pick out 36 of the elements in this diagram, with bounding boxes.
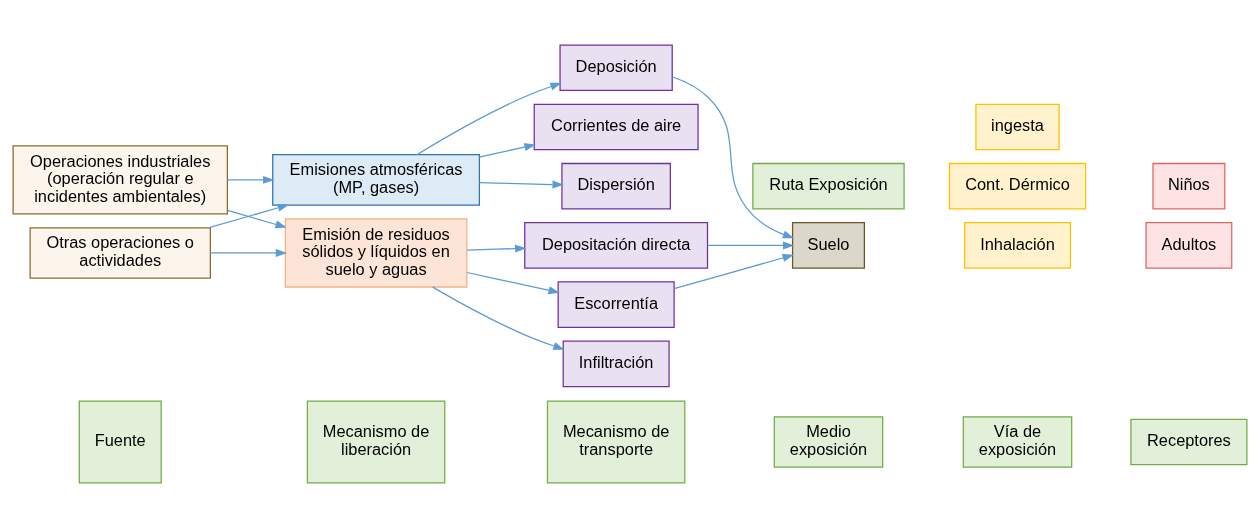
arrow [416, 82, 562, 155]
node-box: Fuente [78, 399, 162, 484]
node-box: Operaciones industriales (operación regular e incidentes ambientales) [12, 144, 228, 215]
node-box: Medio exposición [773, 415, 884, 468]
arrow [673, 253, 794, 289]
arrow [706, 240, 795, 249]
node-box: Emisiones atmosféricas (MP, gases) [272, 153, 481, 206]
node-box: Adultos [1145, 221, 1233, 269]
node-box: Suelo [791, 221, 866, 269]
node-box: Cont. Dérmico [948, 162, 1087, 209]
arrow [209, 248, 288, 257]
node-box: Depositación directa [524, 221, 709, 269]
node-box: Ruta Exposición [752, 162, 905, 209]
arrow [466, 271, 560, 294]
node-box: Mecanismo de liberación [306, 399, 446, 484]
arrow [432, 286, 565, 350]
node-box: Mecanismo de transporte [546, 399, 686, 484]
arrow [478, 142, 536, 158]
node-box: Corrientes de aire [533, 103, 699, 150]
arrow [671, 75, 795, 238]
node-box: Niños [1152, 162, 1226, 209]
arrow [226, 209, 287, 228]
arrow [226, 175, 275, 184]
node-box: Dispersión [561, 162, 671, 209]
node-box: Deposición [559, 43, 673, 91]
arrow [208, 203, 290, 228]
node-box: Vía de exposición [962, 415, 1073, 468]
arrow [466, 244, 527, 253]
node-box: Inhalación [963, 221, 1072, 269]
node-box: ingesta [975, 103, 1060, 150]
node-box: Emisión de residuos sólidos y líquidos en suelo y aguas [284, 217, 468, 288]
node-box: Receptores [1130, 418, 1248, 465]
arrow [478, 180, 564, 188]
node-box: Otras operaciones o actividades [29, 226, 211, 279]
node-box: Escorrentía [557, 280, 675, 328]
node-box: Infiltración [562, 340, 670, 387]
